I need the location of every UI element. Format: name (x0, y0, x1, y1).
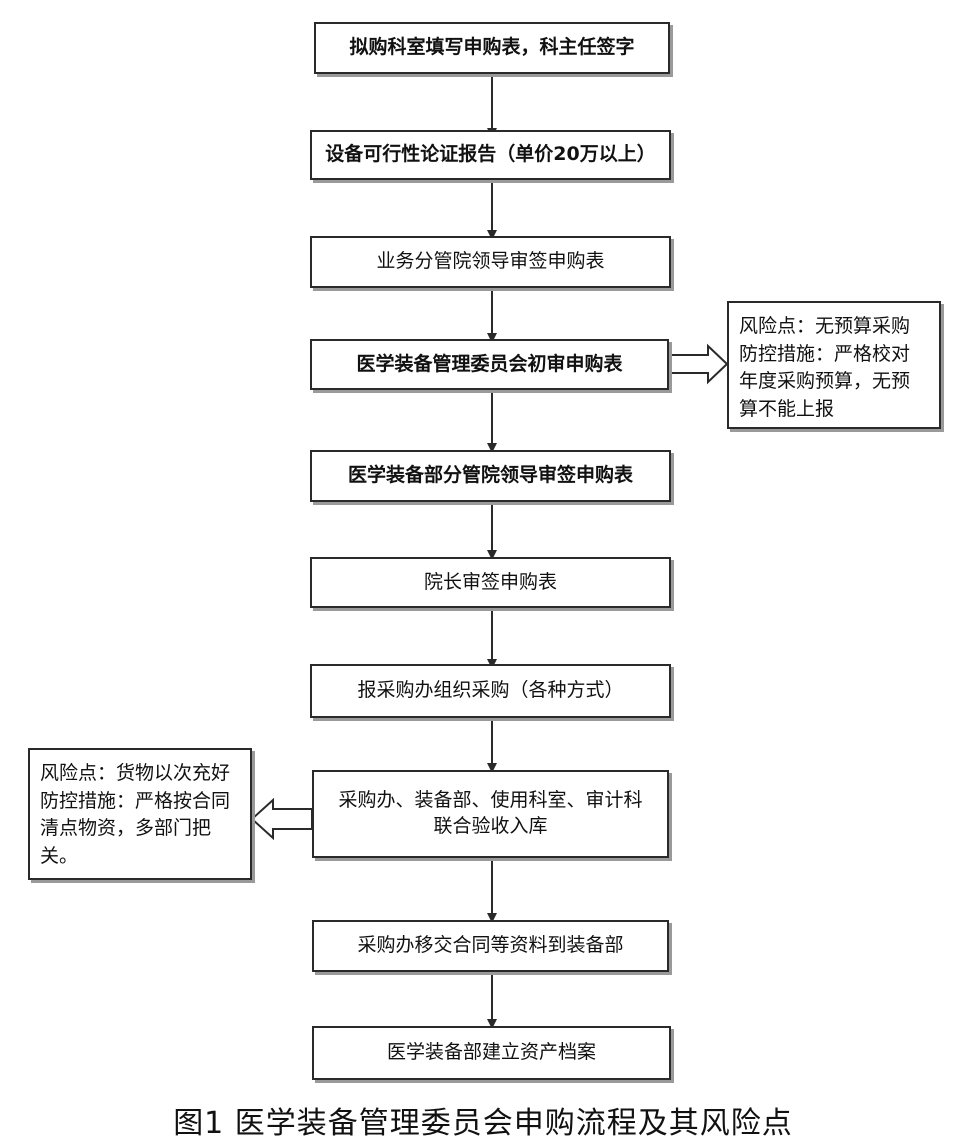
risk-note-2: 风险点：货物以次充好 防控措施：严格按合同 清点物资，多部门把 关。 (28, 748, 252, 880)
step-1-label: 拟购科室填写申购表，科主任签字 (349, 36, 635, 59)
figure-caption: 图1 医学装备管理委员会申购流程及其风险点 (173, 1106, 793, 1141)
risk-note-1-line-1: 风险点：无预算采购 (739, 315, 911, 337)
hollow-arrow-right (668, 343, 729, 385)
risk-note-2-line-3: 清点物资，多部门把 (40, 817, 212, 840)
risk-note-1-line-3: 年度采购预算，无预 (739, 370, 911, 393)
step-3-label: 业务分管院领导审签申购表 (376, 250, 605, 273)
hollow-arrow-left (250, 797, 313, 841)
step-6-box: 院长审签申购表 (310, 557, 671, 608)
step-2-box: 设备可行性论证报告（单价20万以上） (310, 130, 671, 180)
step-5-label: 医学装备部分管院领导审签申购表 (347, 464, 633, 487)
step-7-box: 报采购办组织采购（各种方式） (310, 664, 671, 718)
step-8-label-line-1: 采购办、装备部、使用科室、审计科 (338, 789, 643, 812)
step-8-box: 采购办、装备部、使用科室、审计科 联合验收入库 (312, 770, 669, 858)
step-3-box: 业务分管院领导审签申购表 (310, 236, 671, 288)
risk-note-1-line-4: 算不能上报 (739, 397, 835, 420)
risk-note-2-line-2: 防控措施：严格按合同 (40, 789, 231, 812)
step-10-label: 医学装备部建立资产档案 (386, 1041, 596, 1064)
risk-note-1-line-2: 防控措施：严格校对 (739, 342, 911, 365)
step-1-box: 拟购科室填写申购表，科主任签字 (314, 22, 670, 74)
step-9-label: 采购办移交合同等资料到装备部 (357, 934, 624, 957)
step-8-label-line-2: 联合验收入库 (433, 815, 548, 837)
step-5-box: 医学装备部分管院领导审签申购表 (310, 450, 671, 502)
step-6-label: 院长审签申购表 (423, 570, 557, 593)
step-7-label: 报采购办组织采购（各种方式） (357, 679, 624, 702)
risk-note-2-line-1: 风险点：货物以次充好 (40, 762, 231, 784)
step-4-box: 医学装备管理委员会初审申购表 (310, 339, 669, 390)
step-2-label: 设备可行性论证报告（单价20万以上） (325, 143, 656, 166)
step-10-box: 医学装备部建立资产档案 (312, 1026, 671, 1080)
risk-note-1: 风险点：无预算采购 防控措施：严格校对 年度采购预算，无预 算不能上报 (727, 301, 941, 429)
step-4-label: 医学装备管理委员会初审申购表 (356, 352, 623, 375)
risk-note-2-line-4: 关。 (40, 844, 79, 867)
step-9-box: 采购办移交合同等资料到装备部 (312, 920, 669, 972)
